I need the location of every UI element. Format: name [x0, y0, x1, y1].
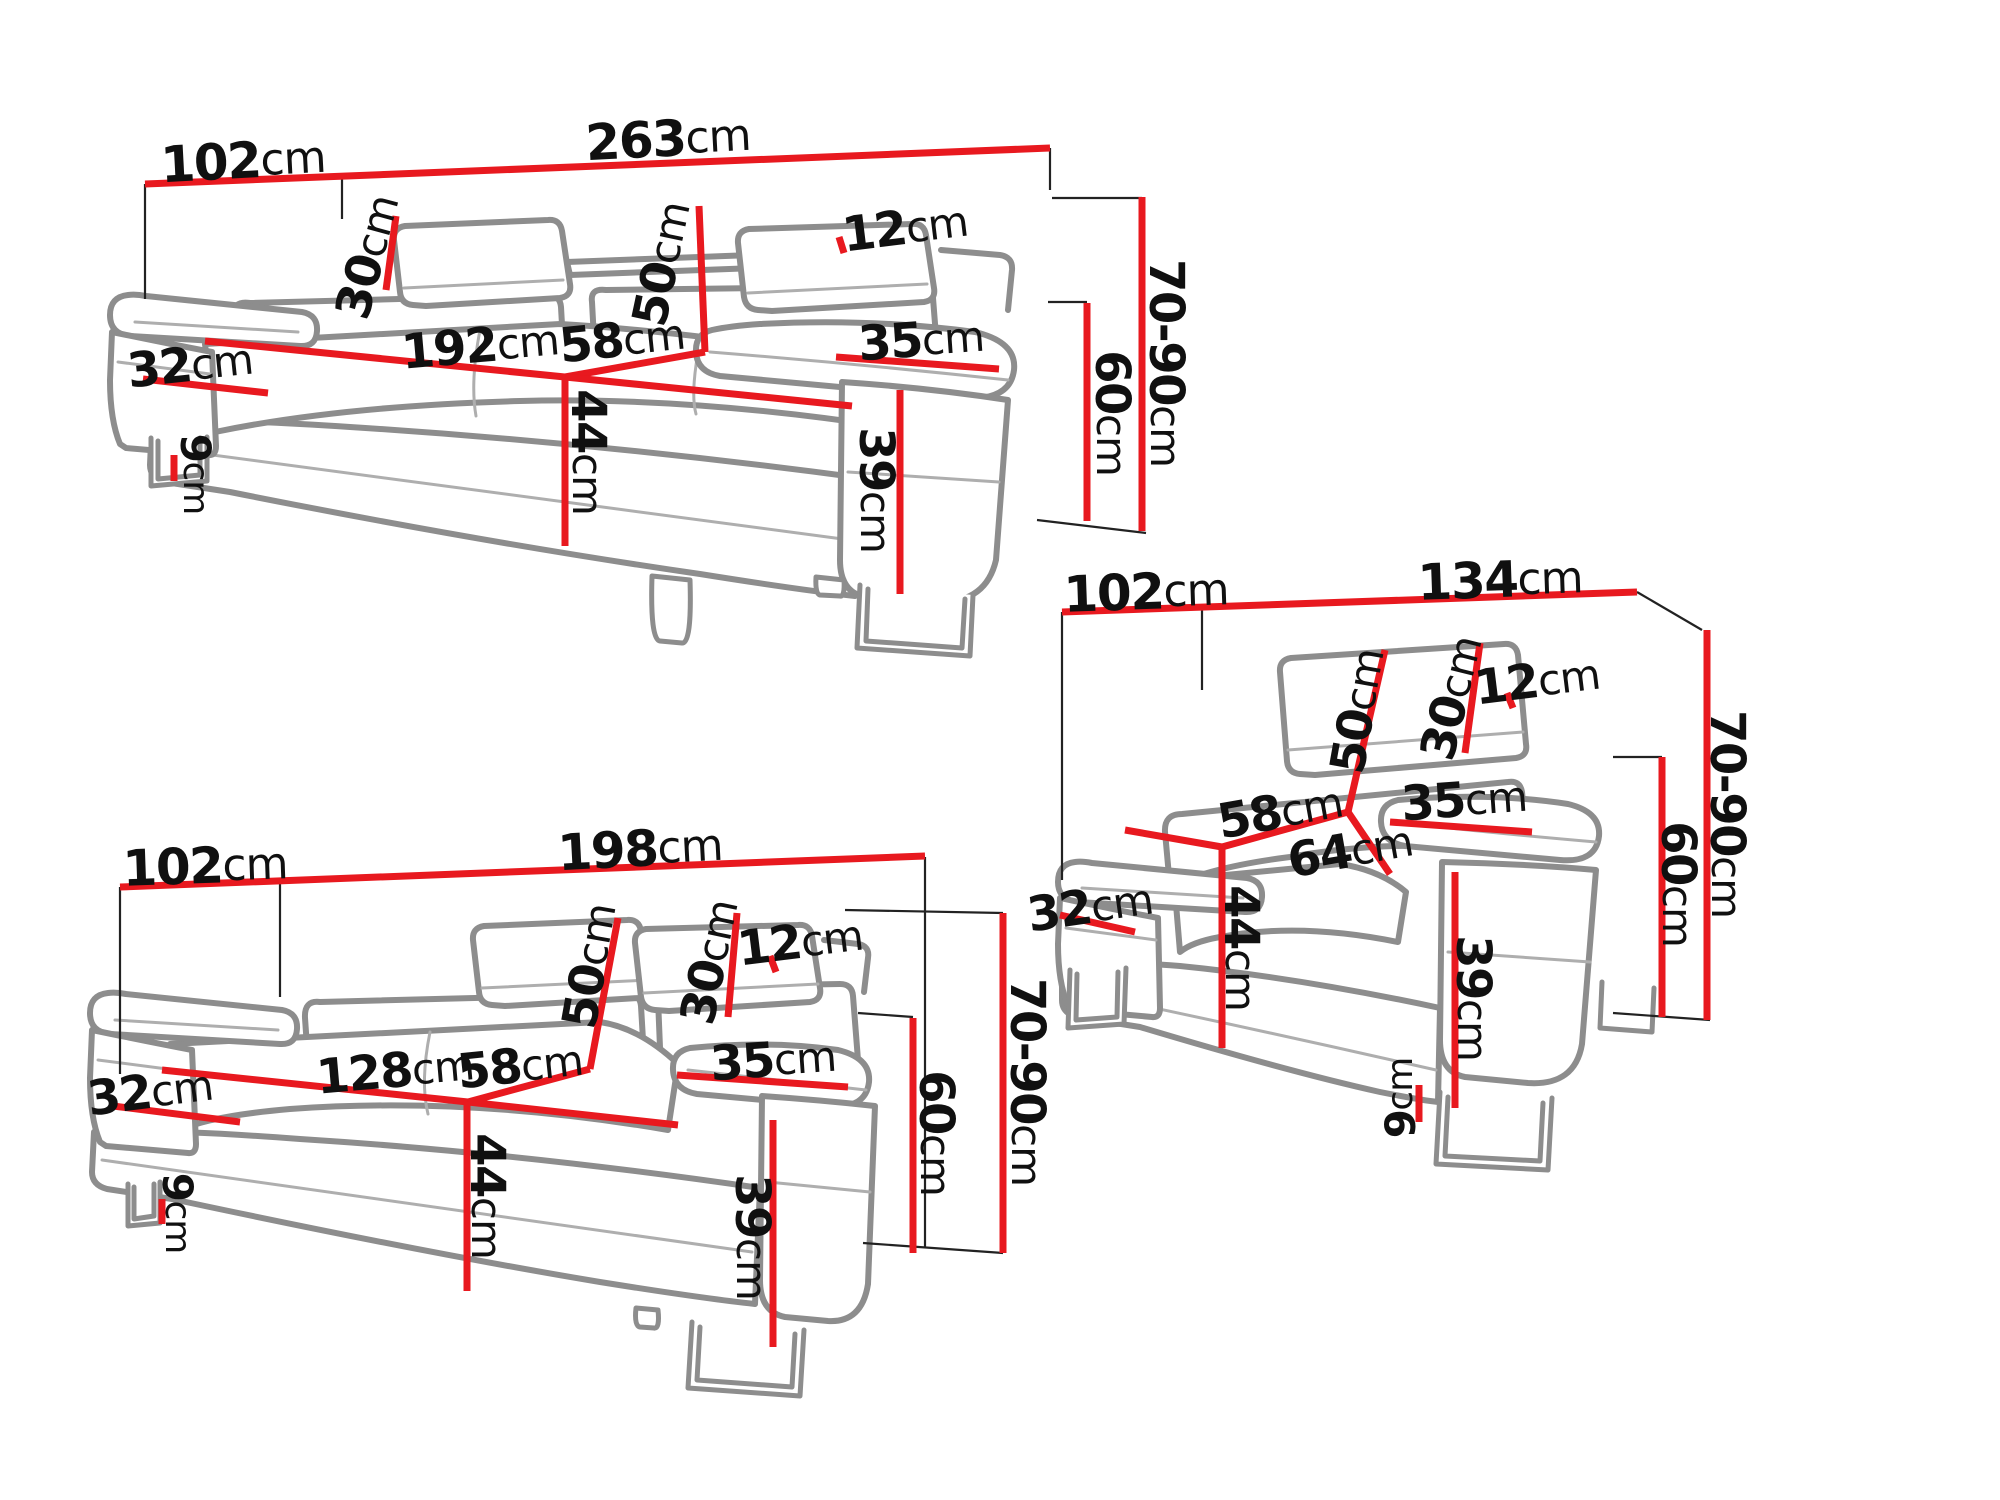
dimension-label-backrest-height: 50cm [622, 197, 703, 332]
dimension-label-armrest-height: 39cm [724, 1174, 780, 1300]
dimension-line [1059, 911, 1136, 936]
sofa-2-seater-drawing [87, 916, 878, 1399]
dimension-line [724, 912, 741, 1018]
dimension-label-backrest-height: 50cm [552, 899, 629, 1033]
dimension-label-seat-width: 128cm [314, 1036, 476, 1106]
dimension-line [382, 215, 400, 291]
dimension-label-seat-width: 64cm [1283, 813, 1417, 890]
dimension-line [676, 1071, 849, 1091]
dimension-label-armrest-width: 35cm [708, 1028, 837, 1093]
dimension-label-total-height: 70-90cm [999, 978, 1055, 1186]
extension-line [1036, 518, 1147, 535]
dimension-line [161, 1066, 469, 1106]
dimension-line [695, 205, 709, 353]
sofa-3-seater-drawing [107, 216, 1018, 659]
dimension-line [1124, 826, 1223, 851]
dimension-label-armrest-height: 39cm [848, 427, 904, 553]
dimension-label-armrest-width: 35cm [856, 308, 985, 373]
dimension-line [835, 353, 1000, 373]
dimension-label-armrest-top-height: 60cm [908, 1070, 964, 1196]
dimension-label-armrest-side: 32cm [125, 331, 256, 400]
dimension-line [204, 337, 566, 381]
extension-line [862, 1241, 1004, 1255]
dimension-label-headrest-depth: 12cm [1471, 646, 1603, 717]
dimension-line [1389, 818, 1533, 836]
dimension-label-side-depth: 102cm [1063, 560, 1230, 624]
dimension-label-seat-depth: 58cm [455, 1032, 586, 1101]
dimension-line [142, 375, 269, 397]
dimension-label-seat-depth: 58cm [557, 306, 688, 375]
extension-line [844, 908, 1004, 915]
dimension-line [119, 852, 926, 891]
dimension-label-headrest-depth: 12cm [839, 193, 971, 264]
dimension-label-armrest-side: 32cm [1024, 871, 1156, 944]
dimension-label-armrest-height: 39cm [1445, 935, 1501, 1061]
dimension-label-seat-height: 44cm [560, 389, 616, 515]
dimension-line [835, 235, 848, 255]
dimension-label-armrest-width: 35cm [1399, 768, 1528, 833]
dimension-line [1061, 588, 1638, 616]
dimension-line [586, 917, 622, 1070]
dimension-label-seat-depth: 58cm [1213, 774, 1347, 851]
dimension-label-total-width: 198cm [556, 816, 724, 883]
dimension-line [564, 373, 853, 410]
dimension-line [1221, 808, 1349, 851]
dimension-line [112, 1102, 241, 1126]
dimension-label-leg-height: 9cm [172, 434, 221, 515]
dimension-label-side-depth: 102cm [122, 834, 289, 898]
dimension-label-armrest-top-height: 60cm [1650, 821, 1706, 947]
dimension-label-seat-height: 44cm [1213, 885, 1269, 1011]
dimension-line [467, 1065, 591, 1106]
dimension-label-total-height: 70-90cm [1699, 710, 1755, 918]
dimension-label-total-width: 263cm [584, 106, 752, 173]
dimension-label-side-depth: 102cm [159, 128, 327, 195]
dimension-label-backrest-height: 50cm [1320, 644, 1397, 778]
dimension-label-leg-height: 9cm [1376, 1058, 1425, 1139]
dimension-label-seat-height: 44cm [459, 1133, 515, 1259]
dimension-label-armrest-side: 32cm [84, 1057, 216, 1128]
dimension-line [564, 348, 706, 381]
dimension-label-headrest-depth: 12cm [734, 907, 866, 978]
dimension-line [766, 954, 780, 974]
dimension-line [1345, 810, 1393, 876]
dimension-label-seat-width: 192cm [399, 311, 561, 381]
dimension-line [144, 144, 1051, 188]
dimension-label-total-width: 134cm [1417, 548, 1584, 612]
dimension-label-leg-height: 9cm [154, 1173, 203, 1254]
dimension-line [467, 1098, 679, 1129]
dimension-label-total-height: 70-90cm [1138, 259, 1194, 467]
dimension-label-armrest-top-height: 60cm [1084, 350, 1140, 476]
dimension-line [1461, 642, 1484, 754]
dimension-line [1503, 691, 1517, 710]
extension-line [857, 1011, 914, 1019]
dimension-line [1344, 649, 1389, 813]
extension-line [1636, 591, 1703, 631]
